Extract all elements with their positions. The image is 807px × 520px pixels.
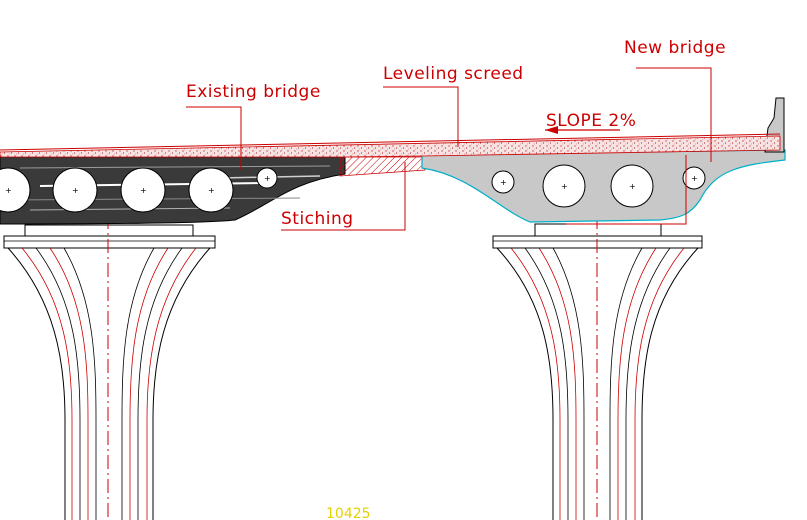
leader-stiching <box>281 162 406 231</box>
svg-text:+: + <box>72 186 79 195</box>
existing-bridge-deck: + + + + + <box>0 156 346 225</box>
leader-existing-bridge <box>186 106 242 170</box>
leveling-screed-layer <box>0 133 781 158</box>
existing-deck-voids <box>0 167 278 213</box>
new-bridge-deck: + + + + <box>421 97 786 223</box>
annotation-leaders <box>186 67 712 231</box>
label-slope: SLOPE 2% <box>546 111 636 131</box>
existing-bearing-cap <box>3 235 216 249</box>
label-existing-bridge: Existing bridge <box>186 82 321 102</box>
existing-bearing-pad <box>24 224 194 237</box>
label-stiching: Stiching <box>281 209 354 229</box>
new-bearing-pad <box>534 223 662 237</box>
svg-text:+: + <box>208 186 215 195</box>
svg-text:+: + <box>691 174 698 183</box>
new-deck-voids <box>491 164 706 208</box>
leader-deck-bottom <box>566 155 687 225</box>
label-new-bridge: New bridge <box>624 38 726 58</box>
svg-text:+: + <box>561 182 568 191</box>
svg-text:+: + <box>264 174 271 183</box>
label-leveling-screed: Leveling screed <box>383 64 524 84</box>
existing-pier <box>3 215 216 520</box>
svg-text:+: + <box>5 186 12 195</box>
new-pier <box>492 215 703 520</box>
svg-text:+: + <box>629 182 636 191</box>
leader-leveling-screed <box>383 86 459 147</box>
stitching-zone <box>339 156 426 177</box>
svg-text:+: + <box>500 178 507 187</box>
svg-text:+: + <box>140 186 147 195</box>
leader-new-bridge <box>636 67 712 162</box>
slope-arrow-icon <box>545 126 620 134</box>
dimension-value: 10425 <box>326 506 371 520</box>
